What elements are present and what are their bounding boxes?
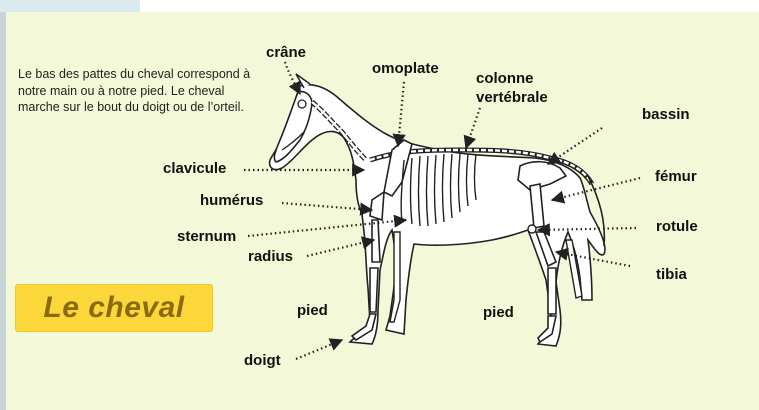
label-bassin: bassin <box>642 106 690 123</box>
label-humerus: humérus <box>200 192 263 209</box>
title: Le cheval <box>16 285 212 331</box>
leader-radius <box>307 240 374 256</box>
label-sternum: sternum <box>177 228 236 245</box>
leader-tibia <box>556 252 630 266</box>
label-colonne-1: colonne <box>476 70 534 87</box>
front-cannon <box>370 268 378 312</box>
leader-bassin <box>548 128 602 164</box>
label-tibia: tibia <box>656 266 687 283</box>
label-clavicule: clavicule <box>163 160 226 177</box>
label-crane: crâne <box>266 44 306 61</box>
label-omoplate: omoplate <box>372 60 439 77</box>
patella-bone <box>528 225 536 233</box>
leader-omoplate <box>398 82 404 146</box>
hind-cannon <box>548 268 556 314</box>
leader-doigt <box>296 340 342 359</box>
label-rotule: rotule <box>656 218 698 235</box>
label-pied-arriere: pied <box>483 304 514 321</box>
label-doigt: doigt <box>244 352 281 369</box>
label-pied-avant: pied <box>297 302 328 319</box>
label-colonne-2: vertébrale <box>476 89 548 106</box>
label-femur: fémur <box>655 168 697 185</box>
leader-colonne <box>466 108 480 148</box>
label-radius: radius <box>248 248 293 265</box>
